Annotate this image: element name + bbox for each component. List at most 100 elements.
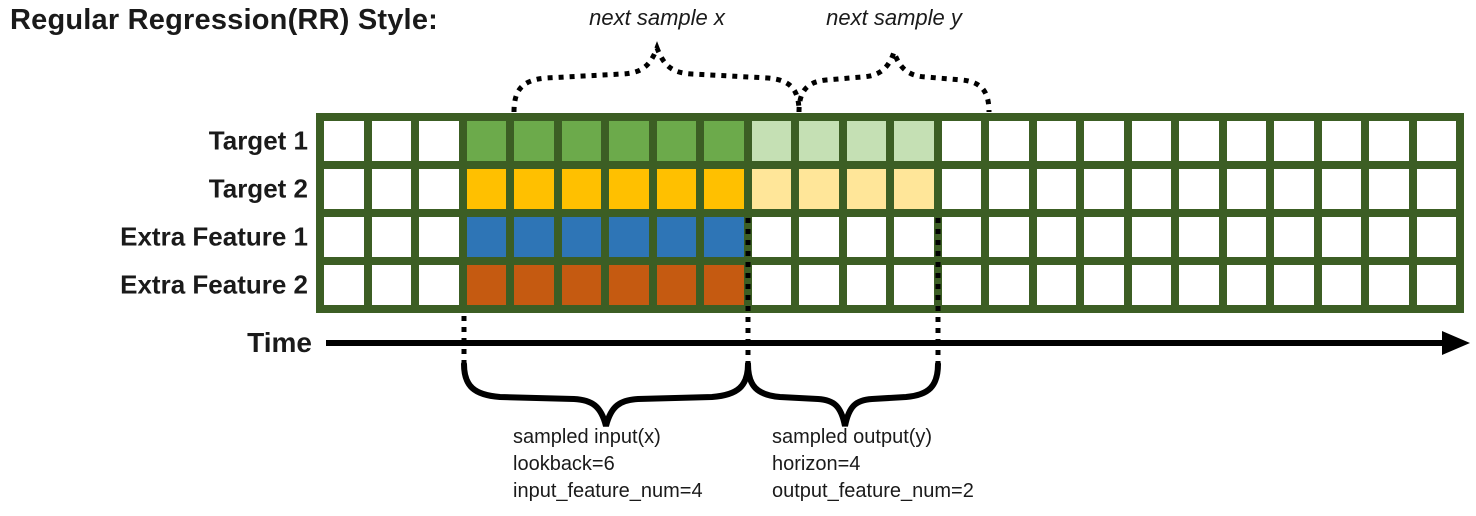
grid-cell-orange [609, 265, 649, 305]
next-sample-x-label: next sample x [589, 5, 725, 30]
sampled-output-title: sampled output(y) [772, 426, 933, 448]
grid-cell-white [324, 265, 364, 305]
grid-cell-light_green [799, 121, 839, 161]
grid-cell-white [1369, 265, 1409, 305]
row-label-extra-feature-2: Extra Feature 2 [120, 269, 308, 300]
grid-cell-light_green [846, 121, 886, 161]
grid-cell-white [1084, 169, 1124, 209]
grid-cell-blue [609, 217, 649, 257]
time-axis-arrow [326, 331, 1470, 355]
grid-cell-white [419, 217, 459, 257]
grid-cell-white [1131, 121, 1171, 161]
grid-cell-white [941, 169, 981, 209]
grid-cell-white [1084, 217, 1124, 257]
grid-cell-white [1131, 169, 1171, 209]
grid-cell-white [1369, 169, 1409, 209]
grid-cell-white [419, 121, 459, 161]
grid-cell-white [1036, 121, 1076, 161]
grid-cell-orange [561, 265, 601, 305]
next-sample-x-brace [511, 41, 802, 113]
grid-cell-white [1321, 169, 1361, 209]
grid-cell-white [1084, 121, 1124, 161]
grid-cell-blue [656, 217, 696, 257]
grid-cell-white [1274, 169, 1314, 209]
grid-cell-orange [656, 265, 696, 305]
grid-cell-white [324, 169, 364, 209]
grid-cell-white [989, 121, 1029, 161]
sampled-input-brace [461, 361, 751, 427]
grid-cell-gold [609, 169, 649, 209]
grid-cell-green [656, 121, 696, 161]
time-axis-label: Time [247, 327, 312, 358]
lookback-value: lookback=6 [513, 453, 615, 475]
grid-cell-white [1274, 121, 1314, 161]
grid-cell-white [419, 265, 459, 305]
sampled-output-annotation: sampled output(y) horizon=4 output_featu… [772, 424, 974, 505]
grid-cell-white [1179, 169, 1219, 209]
grid-cell-white [846, 217, 886, 257]
grid-cell-light_green [894, 121, 934, 161]
grid-cell-orange [466, 265, 506, 305]
grid-cell-white [894, 217, 934, 257]
grid-cell-gold [514, 169, 554, 209]
output-feature-num-value: output_feature_num=2 [772, 480, 974, 502]
grid-cell-white [1274, 217, 1314, 257]
grid-cell-light_gold [751, 169, 791, 209]
grid-cell-green [609, 121, 649, 161]
grid-cell-light_gold [846, 169, 886, 209]
diagram-title: Regular Regression(RR) Style: [10, 4, 438, 36]
grid-cell-white [1131, 217, 1171, 257]
grid-cell-white [1321, 121, 1361, 161]
grid-cell-gold [656, 169, 696, 209]
grid-cell-white [1036, 265, 1076, 305]
grid-cell-white [1226, 217, 1266, 257]
sampled-input-title: sampled input(x) [513, 426, 661, 448]
grid-cell-white [1369, 121, 1409, 161]
grid-cell-white [1369, 217, 1409, 257]
grid-cell-light_gold [799, 169, 839, 209]
grid-cell-blue [704, 217, 744, 257]
grid-cell-white [1226, 265, 1266, 305]
grid-cell-white [324, 217, 364, 257]
horizon-value: horizon=4 [772, 453, 861, 475]
grid-cell-white [1416, 265, 1456, 305]
row-label-target-1: Target 1 [208, 125, 308, 156]
grid [316, 113, 1464, 313]
grid-cell-light_green [751, 121, 791, 161]
grid-cell-white [1416, 217, 1456, 257]
grid-cell-blue [561, 217, 601, 257]
grid-cell-white [1226, 169, 1266, 209]
grid-cell-white [1179, 265, 1219, 305]
grid-cell-green [704, 121, 744, 161]
grid-cell-white [1416, 169, 1456, 209]
grid-cell-white [371, 121, 411, 161]
next-sample-y-brace [796, 44, 992, 113]
grid-cell-light_gold [894, 169, 934, 209]
grid-cell-white [324, 121, 364, 161]
grid-cell-white [1321, 265, 1361, 305]
grid-cell-white [989, 169, 1029, 209]
grid-cell-white [989, 265, 1029, 305]
grid-cell-white [1036, 217, 1076, 257]
grid-cell-gold [466, 169, 506, 209]
grid-cell-white [751, 217, 791, 257]
grid-cell-green [466, 121, 506, 161]
grid-cell-white [1226, 121, 1266, 161]
next-sample-y-label: next sample y [826, 5, 962, 30]
grid-cell-green [514, 121, 554, 161]
grid-cell-white [371, 217, 411, 257]
grid-cell-orange [514, 265, 554, 305]
grid-cell-white [1131, 265, 1171, 305]
grid-cell-white [846, 265, 886, 305]
grid-cell-white [799, 217, 839, 257]
grid-cell-white [1274, 265, 1314, 305]
sampled-input-annotation: sampled input(x) lookback=6 input_featur… [513, 424, 703, 505]
grid-cell-white [751, 265, 791, 305]
grid-cell-white [989, 217, 1029, 257]
row-label-extra-feature-1: Extra Feature 1 [120, 221, 308, 252]
sampled-output-brace [745, 361, 941, 427]
grid-cell-gold [704, 169, 744, 209]
row-label-target-2: Target 2 [208, 173, 308, 204]
grid-cell-gold [561, 169, 601, 209]
